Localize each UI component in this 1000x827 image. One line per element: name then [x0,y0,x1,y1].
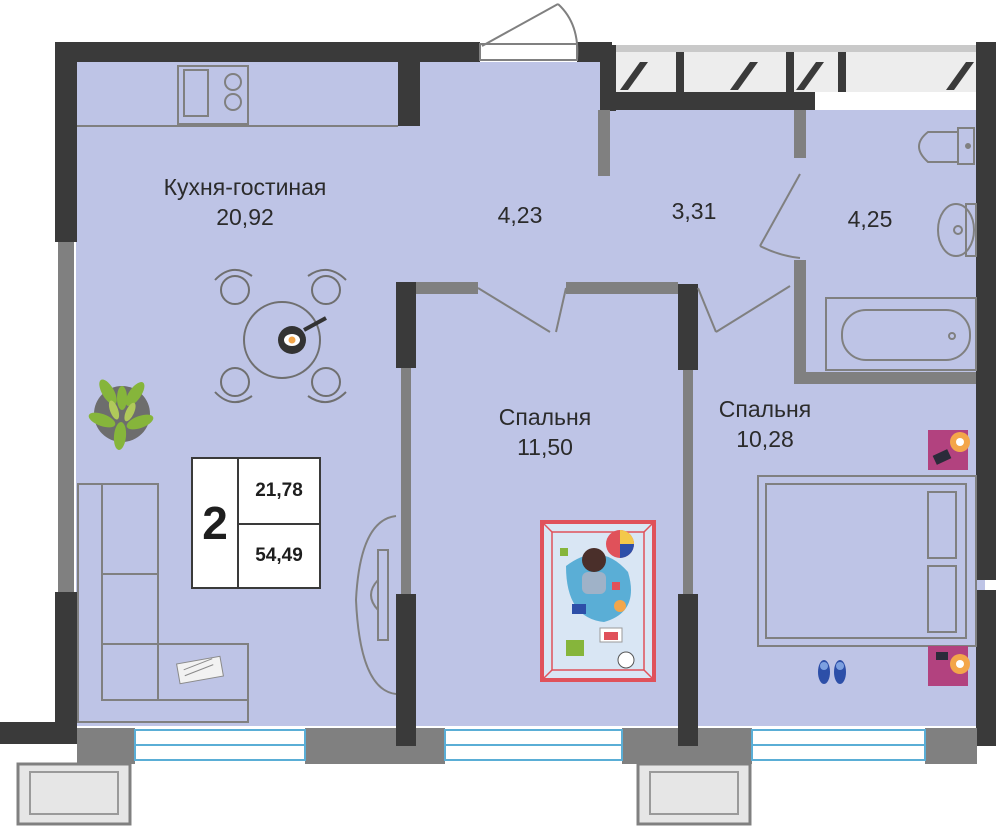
slippers [818,660,846,684]
room-label-hall: 4,23 [470,200,570,230]
room-label-bedroom-1: Спальня 11,50 [470,402,620,462]
partitions [401,110,976,594]
entrance-door [479,3,579,61]
room-label-bedroom-2: Спальня 10,28 [690,394,840,454]
total-area: 54,49 [255,545,303,566]
frying-pan [278,316,327,354]
room-label-bathroom: 4,25 [820,204,920,234]
apartment-info-badge: 2 21,78 54,49 [191,457,321,589]
room-name: Кухня-гостиная [163,174,327,200]
room-area: 11,50 [517,434,573,460]
play-pen [540,520,656,682]
room-area: 10,28 [736,426,794,452]
room-name: Спальня [498,404,592,430]
plant [88,379,154,450]
room-area: 4,23 [497,202,543,228]
floor [76,62,985,726]
bed [757,475,977,647]
interior-walls [396,282,698,746]
rooms-count: 2 [193,459,239,587]
kitchen-counter [77,65,398,127]
room-name: Спальня [718,396,812,422]
room-area: 4,25 [847,206,893,232]
room-label-kitchen-living: Кухня-гостиная 20,92 [130,172,360,232]
newspaper [176,655,224,685]
interior-doors [477,173,801,333]
windows [134,729,926,761]
nightstands [928,430,970,686]
sofa [77,483,249,723]
living-area: 21,78 [239,459,319,525]
room-label-corridor: 3,31 [644,196,744,226]
bottom-balconies [16,762,752,826]
bathroom-fixtures [825,127,977,371]
dining-set [214,269,347,403]
exterior-walls [0,42,996,746]
balcony-strip [600,42,996,112]
room-area: 3,31 [671,198,717,224]
exterior-wall-grey [58,242,977,764]
room-area: 20,92 [216,204,274,230]
tv [354,515,397,695]
